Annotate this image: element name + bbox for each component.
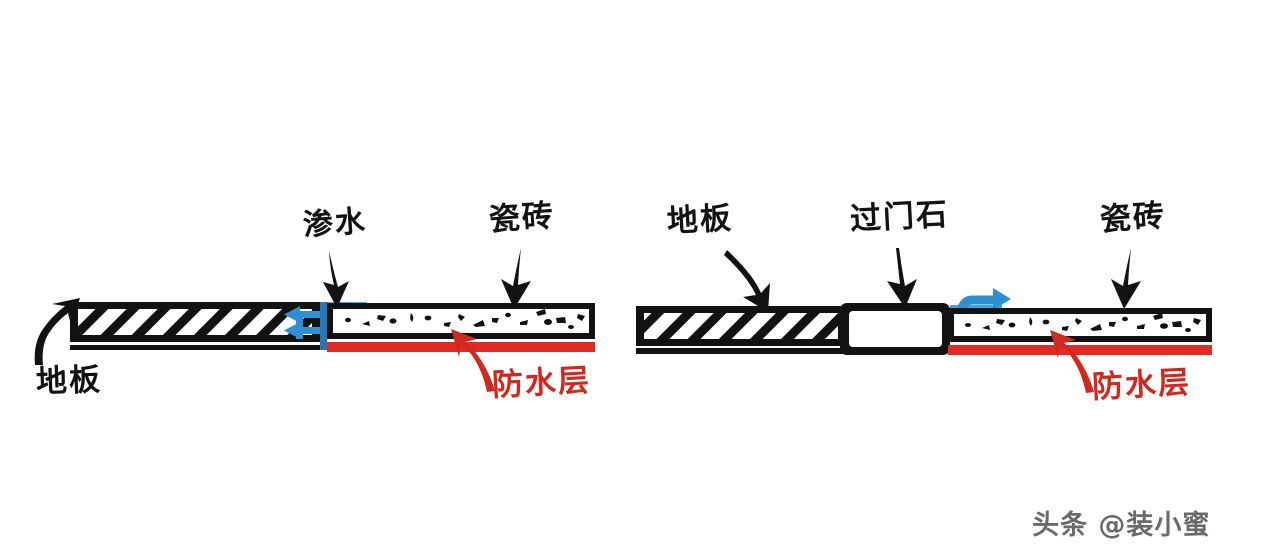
right-tile-arrow [1111, 248, 1141, 309]
right-tile-layer [948, 308, 1212, 342]
right-diagram [636, 248, 1212, 393]
label-waterproof-left: 防水层 [491, 362, 592, 404]
right-floor-arrow [724, 250, 770, 312]
label-tile-left: 瓷砖 [487, 197, 557, 239]
right-waterproof-layer [948, 345, 1212, 355]
label-seepage: 渗水 [301, 203, 369, 244]
watermark: 头条 @装小蜜 [1032, 510, 1211, 541]
left-floor-layer [70, 302, 320, 350]
label-threshold-stone: 过门石 [849, 196, 950, 238]
left-seepage-arrow [323, 251, 349, 308]
label-waterproof-right: 防水层 [1091, 364, 1192, 406]
left-water-seepage-icon [284, 306, 320, 339]
left-waterproof-arrow [451, 329, 495, 392]
label-tile-right: 瓷砖 [1098, 197, 1168, 239]
left-floor-arrow [34, 298, 80, 365]
left-waterproof-layer [327, 342, 595, 352]
right-waterproof-arrow [1050, 330, 1094, 393]
label-floor-right: 地板 [666, 200, 734, 240]
left-tile-arrow [501, 248, 531, 309]
right-floor-layer [636, 306, 846, 354]
right-water-arrowhead [993, 288, 1011, 310]
right-threshold-stone [840, 303, 950, 355]
right-threshold-arrow [887, 248, 917, 308]
label-floor-left: 地板 [35, 361, 103, 401]
left-diagram [34, 248, 595, 392]
left-joint-edge [320, 302, 327, 350]
